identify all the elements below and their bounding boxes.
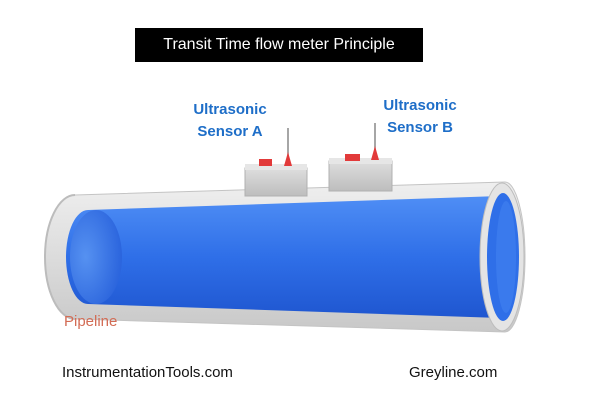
sensor-b-body: [328, 160, 393, 192]
sensor-b-label-line1: Ultrasonic: [383, 97, 457, 114]
sensor-a-body: [244, 167, 308, 197]
sensor-b-label: Ultrasonic Sensor B: [350, 95, 490, 139]
sensor-a-top: [245, 164, 307, 170]
sensor-a-antenna-tip: [284, 152, 292, 166]
credit-greyline: Greyline.com: [409, 364, 498, 381]
pipe-inner-opening: [70, 210, 122, 304]
sensor-b-antenna-tip: [371, 146, 379, 160]
sensor-b-top: [329, 158, 392, 164]
sensor-a-label-line2: Sensor A: [197, 123, 263, 140]
pipe-end-inner: [496, 201, 516, 313]
sensor-a-cap: [259, 159, 272, 166]
credit-instrumentationtools: InstrumentationTools.com: [62, 364, 233, 381]
sensor-a-label-line1: Ultrasonic: [193, 101, 267, 118]
diagram-title: Transit Time flow meter Principle: [135, 28, 423, 62]
pipeline-label: Pipeline: [64, 313, 118, 330]
sensor-b-cap: [345, 154, 360, 161]
sensor-a: [244, 128, 308, 197]
pipe-fluid: [66, 196, 500, 318]
sensor-a-label: Ultrasonic Sensor A: [160, 99, 300, 143]
pipe-left-rim: [44, 194, 76, 320]
sensor-b: [328, 123, 393, 192]
sensor-b-label-line2: Sensor B: [387, 119, 453, 136]
